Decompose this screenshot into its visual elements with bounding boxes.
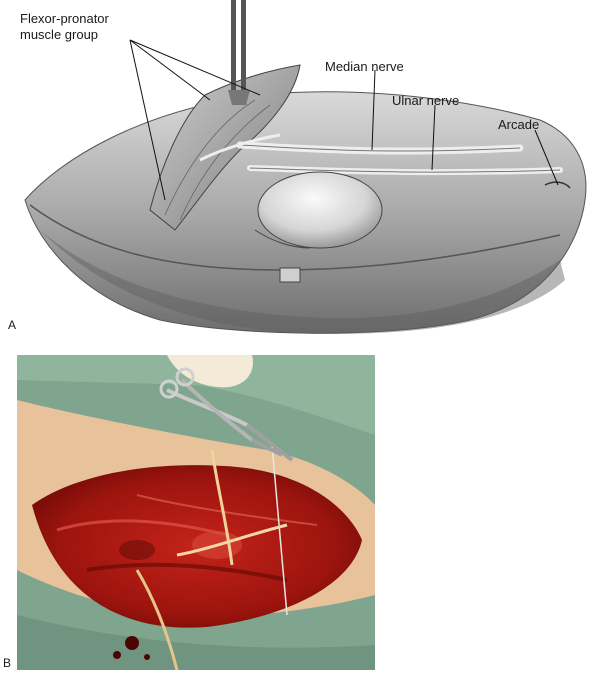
panel-b-photograph: [17, 355, 375, 670]
label-flexor-pronator-line2: muscle group: [20, 27, 99, 42]
label-ulnar-nerve: Ulnar nerve: [392, 93, 460, 108]
surgical-photo: [17, 355, 375, 670]
panel-a-illustration: Flexor-pronator muscle group Median nerv…: [8, 0, 587, 335]
label-arcade: Arcade: [498, 117, 540, 132]
forearm-illustration: [24, 0, 587, 335]
label-flexor-pronator-line1: Flexor-pronator: [20, 11, 109, 26]
label-median-nerve: Median nerve: [325, 59, 404, 74]
panel-letter-b: B: [3, 656, 12, 670]
panel-letter-a: A: [8, 318, 17, 332]
